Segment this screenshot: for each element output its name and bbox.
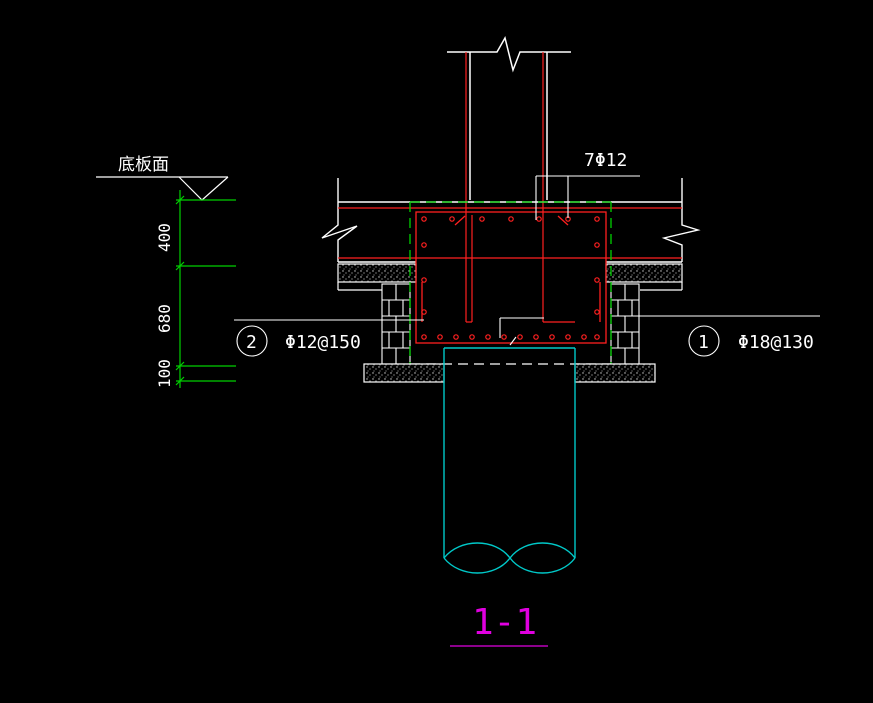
mark-2-number: 2 [246,332,257,353]
brick-wall-left [381,283,411,365]
top-bars-label: 7Φ12 [584,150,627,171]
leader-lines [234,175,820,357]
column-rebar [465,52,575,323]
column-outline [447,36,571,200]
section-title: 1-1 [472,602,537,643]
floor-slab [321,178,701,263]
base-cushion-right [574,363,656,383]
rebar-2-label: Φ12@150 [285,332,361,353]
brick-wall-right [610,283,640,365]
slab-rebar [338,207,682,259]
floor-level-label: 底板面 [118,155,169,175]
dimension-chain [175,190,236,388]
gravel-layer-right [605,263,683,283]
cap-rebar-cage [415,211,607,344]
base-cushion-left [363,363,445,383]
dimension-100: 100 [155,359,174,388]
dimension-680: 680 [155,304,174,333]
rebar-1-label: Φ18@130 [738,332,814,353]
dimension-400: 400 [155,223,174,252]
rebar-dots [421,216,600,340]
level-marker [96,176,229,201]
mark-1-number: 1 [698,332,709,353]
gravel-layer-left [337,263,417,283]
pile [443,347,576,574]
